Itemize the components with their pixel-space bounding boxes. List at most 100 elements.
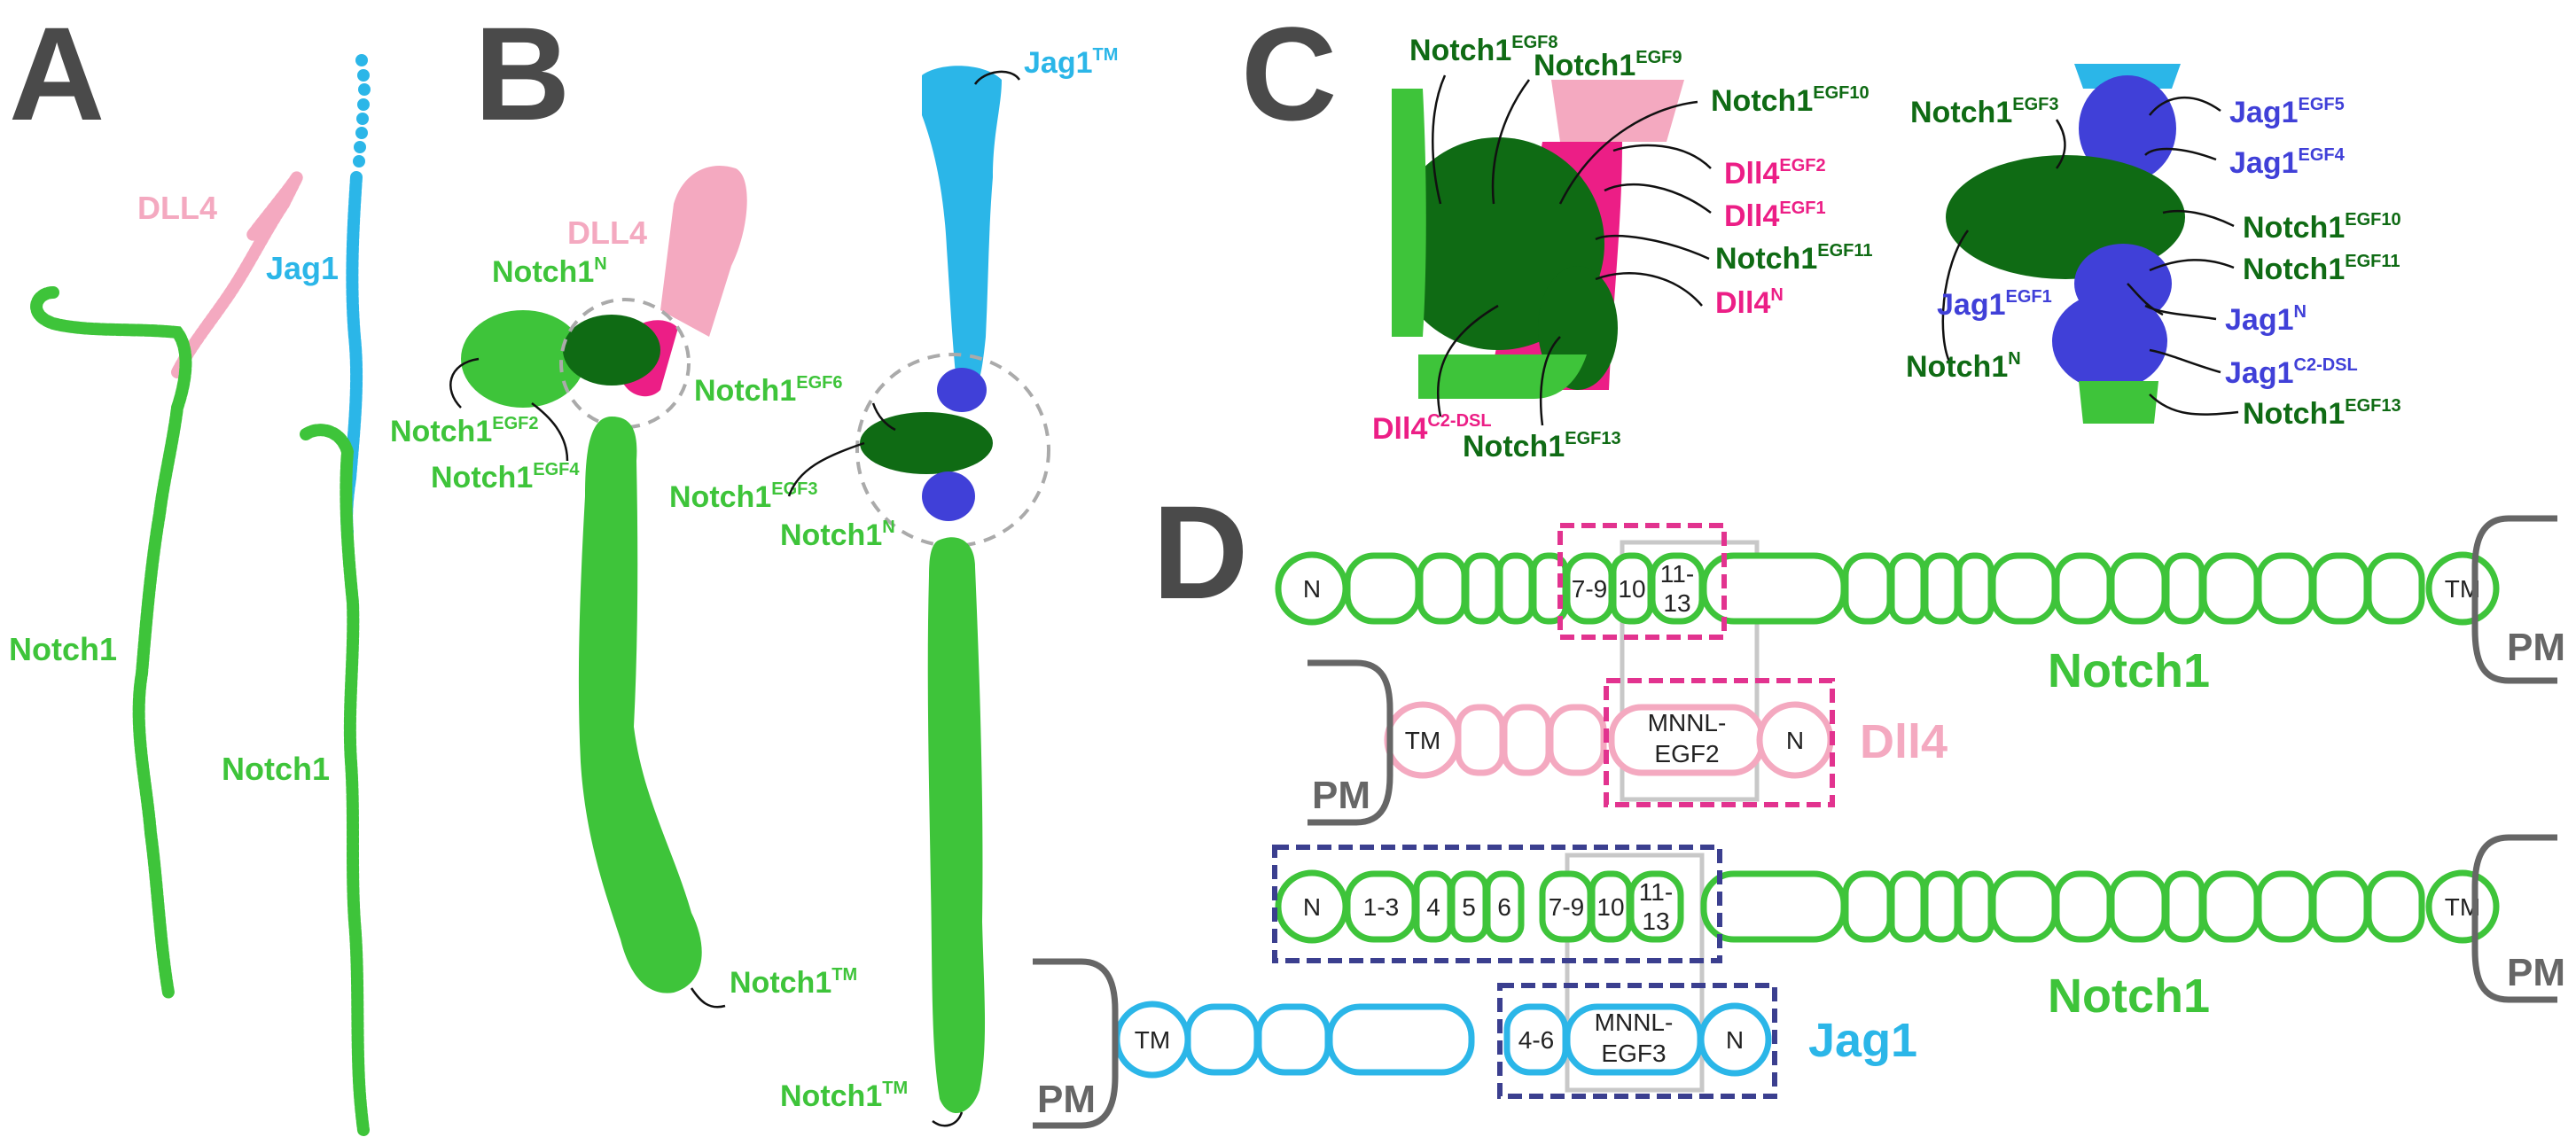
notch1-chain-right — [300, 424, 370, 1136]
jag1-density — [922, 66, 1002, 391]
c-right-closeup: Notch1EGF3 Jag1EGF5 Jag1EGF4 Notch1EGF10… — [1906, 64, 2401, 431]
c-right-label-4: Notch1 — [2243, 253, 2345, 286]
c-left-label-1: Notch1 — [1534, 49, 1635, 82]
label-notch1-a-left: Notch1 — [9, 631, 117, 667]
notch1-n-blob — [461, 310, 585, 408]
svg-text:Notch1EGF3: Notch1EGF3 — [1910, 95, 2058, 129]
label-notch1-d-top: Notch1 — [2048, 644, 2210, 697]
label-notch1-egf3-b: Notch1EGF3 — [669, 479, 817, 514]
label-pm-bottom: PM — [2507, 951, 2565, 994]
svg-text:Dll4C2-DSL: Dll4C2-DSL — [1372, 411, 1492, 446]
svg-text:Notch1EGF10: Notch1EGF10 — [1711, 83, 1870, 118]
c-right-label-9: Notch1 — [2243, 397, 2345, 431]
svg-text:10: 10 — [1618, 575, 1645, 603]
c-right-label-3: Notch1 — [2243, 211, 2345, 245]
label-notch1-egf6-b: Notch1EGF6 — [694, 373, 842, 408]
label-notch1-egf4-b: Notch1EGF4 — [431, 460, 580, 495]
svg-text:Notch1N: Notch1N — [492, 254, 607, 289]
svg-text:N: N — [1786, 727, 1804, 754]
c-right-label-8: Notch1 — [1906, 350, 2008, 384]
svg-text:Notch1EGF6: Notch1EGF6 — [694, 373, 842, 408]
svg-text:Notch1TM: Notch1TM — [730, 965, 857, 1000]
label-notch1-tm-b-right: Notch1TM — [780, 1079, 908, 1113]
leader-egf4 — [531, 402, 569, 462]
jag1-texts: TM 4-6 MNNL- EGF3 N — [1135, 1009, 1744, 1067]
leader-tm-right — [932, 1111, 964, 1127]
svg-text:10: 10 — [1596, 893, 1624, 921]
c-left-closeup: Notch1EGF8 Notch1EGF9 Notch1EGF10 Dll4EG… — [1372, 33, 1873, 463]
svg-text:TM: TM — [1135, 1026, 1170, 1054]
label-dll4-d: Dll4 — [1860, 715, 1948, 768]
svg-text:Jag1C2-DSL: Jag1C2-DSL — [2225, 355, 2358, 390]
svg-text:13: 13 — [1642, 907, 1669, 935]
notch1-chain-left — [30, 286, 192, 999]
panel-letter-b: B — [474, 0, 570, 148]
c-left-label-2: Notch1 — [1711, 84, 1813, 118]
svg-text:Notch1EGF3: Notch1EGF3 — [669, 479, 817, 514]
pm-jag1 — [1033, 958, 1119, 1129]
svg-text:Notch1EGF2: Notch1EGF2 — [390, 414, 538, 448]
c-left-label-5: Notch1 — [1715, 242, 1817, 276]
jag1-blue-lower — [922, 471, 975, 521]
svg-text:Jag1EGF1: Jag1EGF1 — [1937, 287, 2052, 322]
notch1-top-row — [1275, 551, 2500, 626]
label-notch1-n-b-right: Notch1N — [780, 518, 895, 552]
panel-letter-d: D — [1152, 478, 1248, 627]
c-right-blue-top — [2079, 75, 2176, 182]
svg-text:Notch1N: Notch1N — [780, 518, 895, 552]
dll4-row — [1384, 701, 1834, 779]
pm-dll4 — [1308, 659, 1393, 826]
leader-egf2 — [449, 357, 480, 409]
c-left-label-0: Notch1 — [1409, 34, 1511, 67]
svg-text:MNNL-: MNNL- — [1595, 1009, 1674, 1036]
dash-box-pink-top — [1557, 523, 1727, 640]
jag1-blue-upper — [937, 368, 987, 412]
svg-text:Notch1EGF11: Notch1EGF11 — [2243, 252, 2400, 286]
jag1-row — [1113, 1001, 1772, 1079]
panel-d: D — [1033, 478, 2565, 1129]
c-right-leaders — [1941, 96, 2239, 416]
c-left-label-8: Notch1 — [1463, 430, 1565, 463]
svg-text:Jag1N: Jag1N — [2225, 302, 2307, 337]
label-pm-dll4: PM — [1312, 774, 1370, 817]
c-left-light-green — [1392, 89, 1426, 337]
pm-notch1-bottom — [2471, 834, 2557, 1003]
jag1-dots-top — [353, 54, 371, 167]
c-right-blue-low — [2052, 292, 2167, 390]
c-left-label-6: Dll4 — [1715, 286, 1770, 320]
n1-top-tm-domain — [2425, 551, 2500, 626]
c-right-light-green — [2079, 381, 2158, 424]
svg-text:4-6: 4-6 — [1518, 1026, 1554, 1054]
c-left-label-4: Dll4 — [1724, 199, 1779, 233]
svg-text:MNNL-: MNNL- — [1648, 709, 1727, 736]
svg-text:N: N — [1303, 893, 1321, 921]
svg-text:N: N — [1726, 1026, 1744, 1054]
svg-text:Notch1EGF9: Notch1EGF9 — [1534, 48, 1682, 82]
c-left-label-3: Dll4 — [1724, 157, 1779, 191]
c-right-label-2: Jag1 — [2229, 146, 2299, 180]
c-right-label-0: Notch1 — [1910, 96, 2012, 129]
b-right-model: Jag1TM Notch1EGF6 Notch1EGF3 Notch1N Not… — [669, 45, 1118, 1127]
svg-text:Notch1EGF4: Notch1EGF4 — [431, 460, 580, 495]
label-pm-jag1: PM — [1037, 1078, 1096, 1121]
notch1-dark-blob — [563, 315, 660, 386]
label-pm-top: PM — [2507, 626, 2565, 669]
b-left-model: DLL4 Notch1N Notch1EGF2 Notch1EGF4 Notch… — [390, 165, 857, 1009]
c-left-label-7: Dll4 — [1372, 412, 1427, 446]
svg-text:5: 5 — [1462, 893, 1476, 921]
svg-text:11-: 11- — [1639, 878, 1673, 906]
notch1-bottom-row — [1275, 869, 2500, 944]
svg-text:Notch1EGF13: Notch1EGF13 — [1463, 429, 1621, 463]
svg-text:Notch1EGF11: Notch1EGF11 — [1715, 241, 1873, 276]
label-dll4-a: DLL4 — [137, 190, 217, 226]
panel-a: A DLL4 Notch1 Jag1 Notch1 — [9, 0, 371, 1136]
svg-text:Notch1EGF10: Notch1EGF10 — [2243, 210, 2401, 245]
label-notch1-tm-b-left: Notch1TM — [730, 965, 857, 1000]
label-notch1-egf2-b: Notch1EGF2 — [390, 414, 538, 448]
svg-text:Notch1TM: Notch1TM — [780, 1079, 908, 1113]
svg-text:7-9: 7-9 — [1549, 893, 1584, 921]
svg-text:Notch1EGF13: Notch1EGF13 — [2243, 396, 2401, 431]
label-dll4-b: DLL4 — [567, 214, 647, 251]
dll4-texts: TM MNNL- EGF2 N — [1405, 709, 1804, 767]
label-notch1-a-right: Notch1 — [222, 751, 330, 787]
